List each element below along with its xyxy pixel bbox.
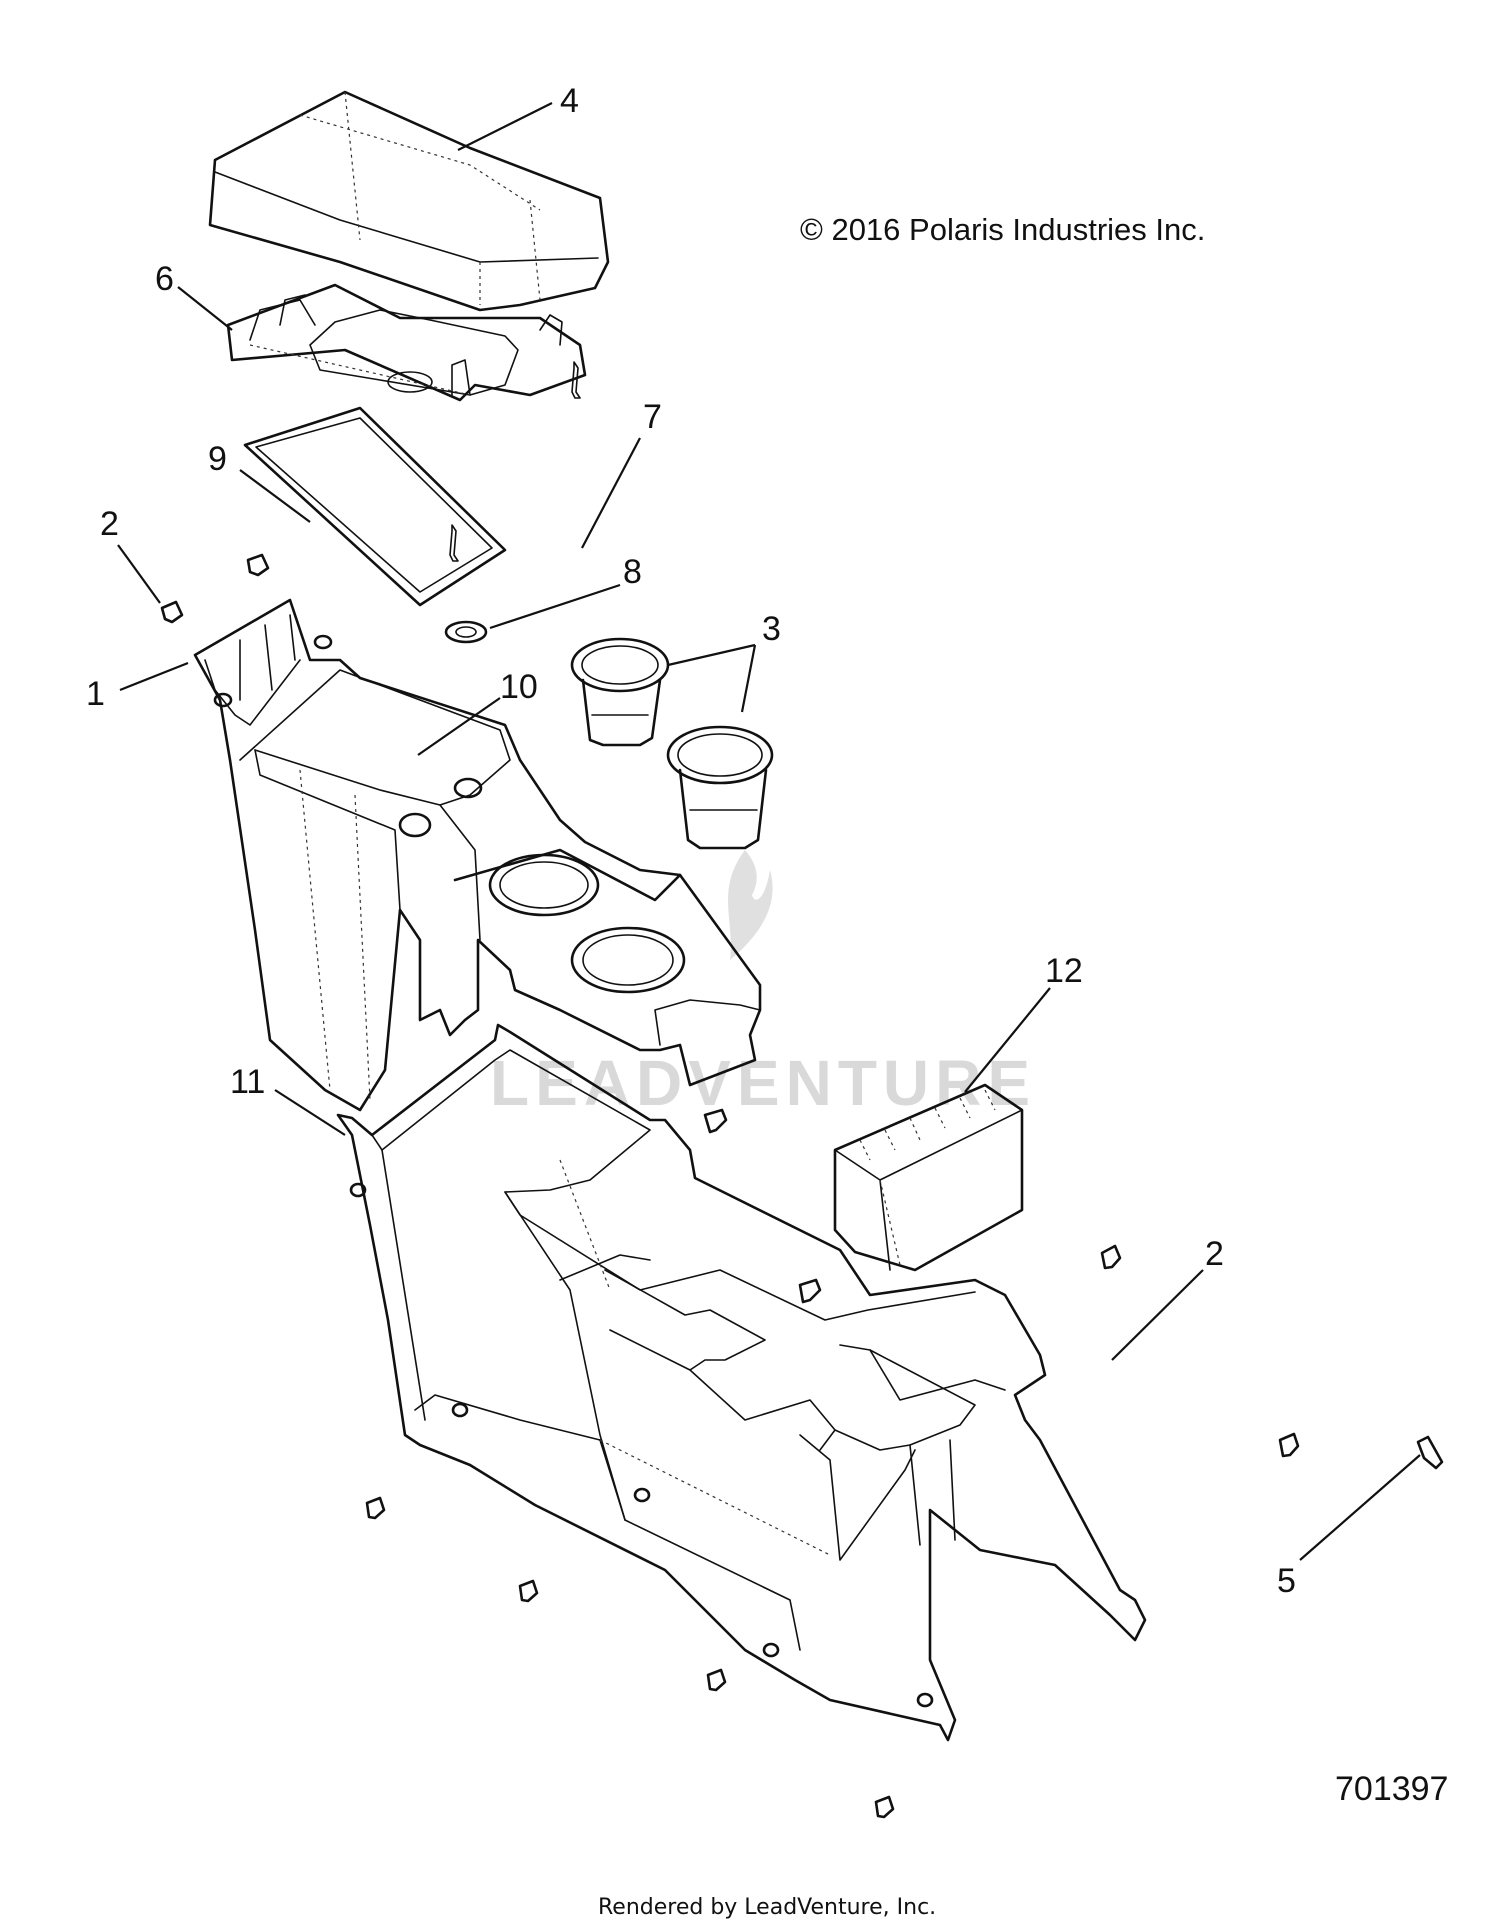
callout-7: 7 — [643, 398, 662, 436]
leader-9 — [239, 469, 311, 523]
leader-3a — [667, 643, 756, 667]
leader-6 — [177, 286, 233, 331]
callouts: 4 6 7 9 2 8 3 1 10 12 11 2 5 — [86, 82, 1296, 1600]
callout-1: 1 — [86, 675, 105, 713]
leader-8 — [489, 583, 621, 630]
part-2-rivets-top — [160, 553, 270, 624]
callout-5: 5 — [1277, 1562, 1296, 1600]
part-12-accessory-box — [833, 1083, 1024, 1272]
callout-2-right: 2 — [1205, 1235, 1224, 1273]
watermark-flame-icon — [728, 850, 773, 960]
callout-3: 3 — [762, 610, 781, 648]
leader-3b — [740, 644, 757, 713]
leader-4 — [457, 102, 553, 151]
leader-5 — [1299, 1454, 1421, 1561]
callout-12: 12 — [1045, 952, 1083, 990]
part-4-lid-cover — [208, 90, 610, 312]
part-9-seal — [243, 406, 507, 607]
callout-10: 10 — [500, 668, 538, 706]
diagram-part-number: 701397 — [1335, 1770, 1448, 1808]
leader-1 — [119, 661, 189, 692]
callout-9: 9 — [208, 440, 227, 478]
callout-2-top: 2 — [100, 505, 119, 543]
leader-2-right — [1111, 1269, 1204, 1361]
leader-7 — [581, 437, 641, 549]
part-6-lid-tray — [226, 283, 587, 402]
copyright-text: © 2016 Polaris Industries Inc. — [800, 212, 1205, 247]
part-7-screws — [449, 361, 581, 562]
leader-2-left — [117, 544, 161, 604]
part-3-cup-holders — [570, 637, 774, 850]
callout-6: 6 — [155, 260, 174, 298]
part-1-upper-console — [193, 598, 762, 1112]
callout-8: 8 — [623, 553, 642, 591]
leader-11 — [274, 1089, 346, 1136]
leader-10 — [417, 697, 501, 756]
watermark-text: LEADVENTURE — [490, 1047, 1036, 1119]
watermark: LEADVENTURE — [490, 850, 1036, 1119]
leader-12 — [964, 987, 1051, 1093]
part-11-lower-console — [336, 1023, 1147, 1742]
loose-fasteners — [365, 1108, 1444, 1819]
part-8-grommet — [444, 620, 488, 644]
leader-lines — [117, 102, 1421, 1561]
callout-11: 11 — [230, 1063, 265, 1101]
footer-credit: Rendered by LeadVenture, Inc. — [598, 1895, 936, 1920]
callout-4: 4 — [560, 82, 579, 120]
